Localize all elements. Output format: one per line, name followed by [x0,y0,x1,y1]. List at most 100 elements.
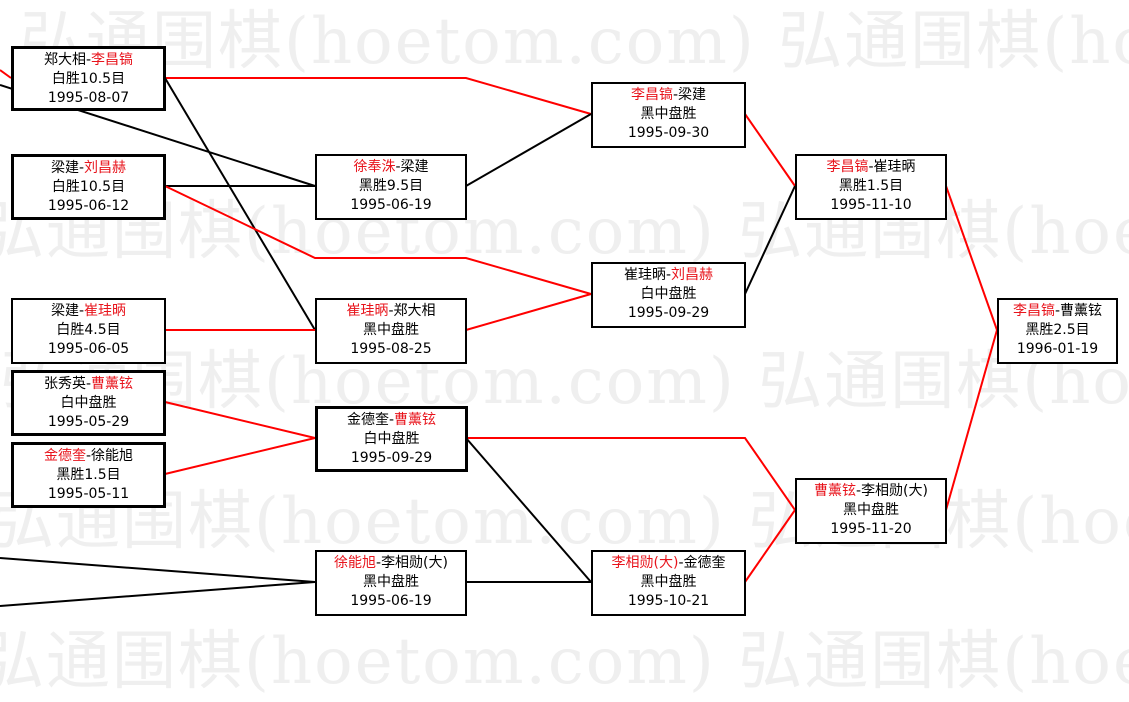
result: 白中盘胜 [60,395,117,411]
player-white: 徐能旭 [91,448,134,464]
result: 黑胜1.5目 [56,467,121,483]
player-black: 李相勋(大) [611,555,679,571]
bracket-lines [0,69,998,607]
separator: - [856,483,862,499]
date: 1995-08-25 [350,341,432,357]
date: 1995-10-21 [627,593,710,609]
result: 白中盘胜 [363,431,420,447]
line [744,509,796,583]
player-black: 金德奎 [43,448,86,464]
line [165,77,592,115]
line [164,401,316,439]
match-box-r3b[interactable]: 崔珪昞-刘昌赫白中盘胜 1995-09-29 [591,262,746,328]
separator: - [85,376,92,392]
player-white: 李昌镐 [91,52,134,68]
player-black: 徐能旭 [334,555,376,571]
line [0,581,316,607]
date: 1995-11-10 [830,197,912,213]
separator: - [665,267,672,283]
result: 黑胜9.5目 [358,178,424,194]
line [0,69,12,79]
separator: - [85,52,92,68]
players: 金德奎-徐能旭 [14,447,163,466]
watermark-text: 弘通围棋(hoetom.com) 弘通围棋(hoetom.com) [20,5,1129,79]
player-white: 梁建 [400,159,429,175]
line [164,437,316,475]
players: 崔珪昞-刘昌赫 [593,266,744,285]
line [0,557,316,583]
separator: - [78,303,85,319]
date: 1995-06-19 [350,593,432,609]
player-white: 金德奎 [683,555,726,571]
players: 曹薰铉-李相勋(大) [797,482,945,501]
separator: - [388,412,395,428]
player-black: 李昌镐 [1012,303,1055,319]
match-box-r1d[interactable]: 张秀英-曹薰铉白中盘胜 1995-05-29 [11,370,166,436]
player-white: 曹薰铉 [91,376,134,392]
date: 1996-01-19 [1016,341,1099,357]
date: 1995-06-19 [350,197,432,213]
match-box-r4b[interactable]: 曹薰铉-李相勋(大)黑中盘胜 1995-11-20 [795,478,947,544]
date: 1995-05-29 [47,414,130,430]
player-white: 崔珪昞 [873,159,916,175]
line [164,185,592,295]
line [744,113,796,187]
player-white: 李相勋(大) [861,483,928,499]
players: 金德奎-曹薰铉 [318,411,465,430]
player-black: 金德奎 [346,412,389,428]
player-black: 崔珪昞 [346,303,389,319]
players: 郑大相-李昌镐 [14,51,163,70]
players: 梁建-刘昌赫 [14,159,163,178]
players: 李昌镐-梁建 [593,86,744,105]
players: 李昌镐-曹薰铉 [999,302,1116,321]
separator: - [376,555,382,571]
separator: - [85,448,92,464]
date: 1995-05-11 [47,486,130,502]
result: 黑中盘胜 [640,106,697,122]
result: 黑胜1.5目 [838,178,904,194]
date: 1995-08-07 [47,90,130,106]
separator: - [678,555,684,571]
result: 黑中盘胜 [843,502,899,518]
date: 1995-11-20 [830,521,912,537]
player-white: 曹薰铉 [1060,303,1103,319]
player-black: 梁建 [50,303,79,319]
player-white: 刘昌赫 [84,160,127,176]
player-black: 梁建 [50,160,79,176]
line [466,437,796,511]
date: 1995-09-29 [627,305,710,321]
line [164,77,316,331]
players: 徐能旭-李相勋(大) [317,554,465,573]
separator: - [78,160,85,176]
player-white: 刘昌赫 [671,267,714,283]
players: 崔珪昞-郑大相 [317,302,465,321]
match-box-r1a[interactable]: 郑大相-李昌镐白胜10.5目 1995-08-07 [11,46,166,111]
line [945,329,998,511]
separator: - [868,159,874,175]
player-white: 梁建 [678,87,707,103]
date: 1995-06-12 [47,198,130,214]
line [744,185,796,295]
result: 白胜10.5目 [51,71,126,87]
result: 白胜10.5目 [51,179,126,195]
separator: - [395,159,401,175]
separator: - [672,87,679,103]
result: 黑中盘胜 [363,574,419,590]
line [465,113,592,187]
match-box-r2d[interactable]: 徐能旭-李相勋(大)黑中盘胜 1995-06-19 [315,550,467,616]
players: 李相勋(大)-金德奎 [593,554,744,573]
player-black: 李昌镐 [826,159,869,175]
match-box-r4a[interactable]: 李昌镐-崔珪昞黑胜1.5目 1995-11-10 [795,154,947,220]
result: 白中盘胜 [640,286,697,302]
players: 张秀英-曹薰铉 [14,375,163,394]
result: 黑中盘胜 [640,574,697,590]
